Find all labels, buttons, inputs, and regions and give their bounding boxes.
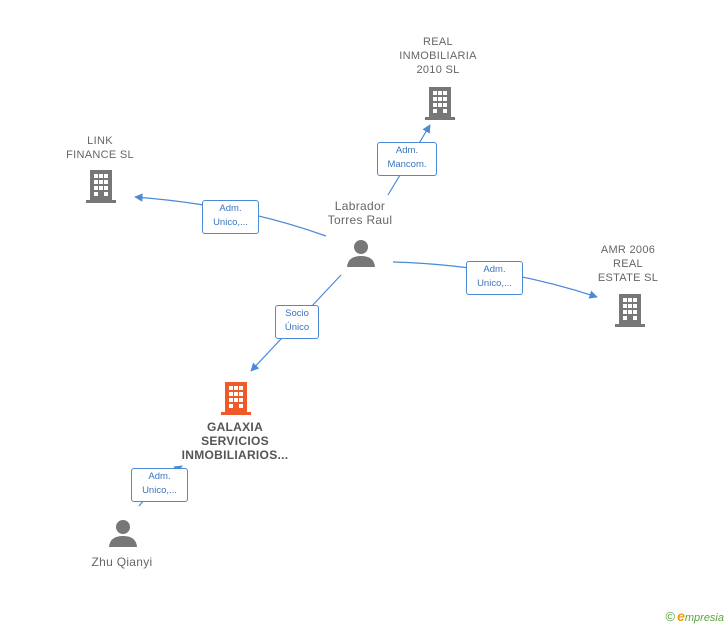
copyright-icon: © — [665, 609, 676, 624]
edge-label-to-amr[interactable]: Adm. Unico,... — [466, 261, 523, 295]
building-icon-focus[interactable] — [220, 380, 252, 421]
brand-logo: ©empresia — [665, 608, 724, 624]
edge-label-to-real[interactable]: Adm. Mancom. — [377, 142, 437, 176]
brand-initial: e — [677, 608, 685, 624]
node-label-zhu-qianyi[interactable]: Zhu Qianyi — [91, 555, 153, 569]
building-icon[interactable] — [424, 85, 456, 126]
building-icon[interactable] — [614, 292, 646, 333]
edge-label-to-link[interactable]: Adm. Unico,... — [202, 200, 259, 234]
node-label-labrador[interactable]: Labrador Torres Raul — [327, 199, 393, 227]
person-icon[interactable] — [108, 518, 138, 553]
edge-label-to-galaxia[interactable]: Socio Único — [275, 305, 319, 339]
node-label-galaxia[interactable]: GALAXIA SERVICIOS INMOBILIARIOS... — [181, 420, 289, 462]
node-label-real-inmobiliaria[interactable]: REAL INMOBILIARIA 2010 SL — [399, 36, 477, 76]
edge-label-zhu-to-galaxia[interactable]: Adm. Unico,... — [131, 468, 188, 502]
node-label-amr-2006[interactable]: AMR 2006 REAL ESTATE SL — [597, 244, 659, 284]
person-icon[interactable] — [346, 238, 376, 273]
brand-name: mpresia — [684, 612, 724, 624]
node-label-link-finance[interactable]: LINK FINANCE SL — [66, 135, 134, 161]
building-icon[interactable] — [85, 168, 117, 209]
